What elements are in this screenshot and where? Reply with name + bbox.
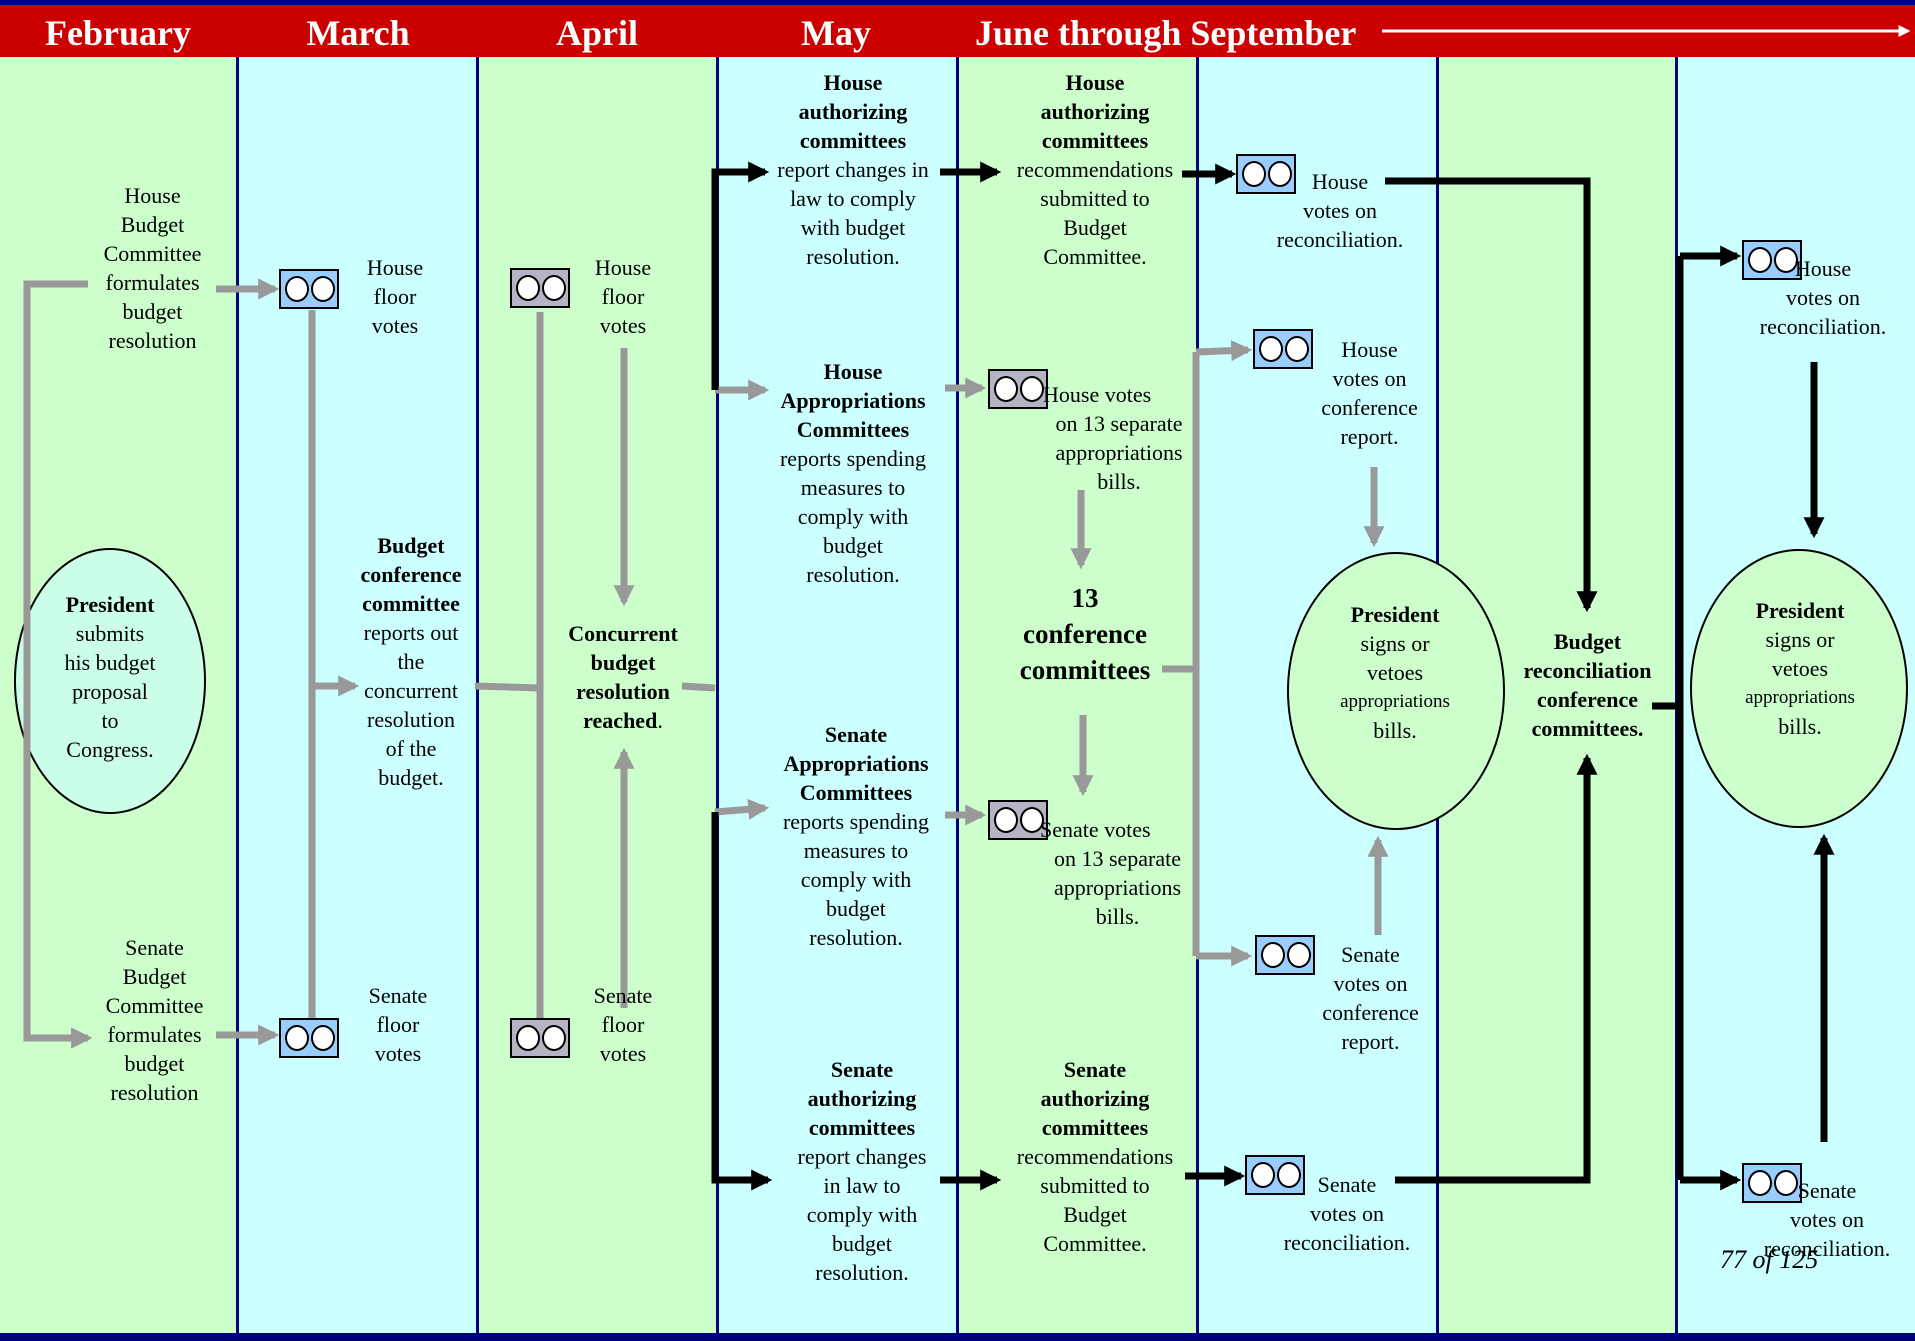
column-june	[959, 57, 1196, 1333]
ballot-box-icon	[510, 268, 570, 308]
ballot-box-icon	[1253, 329, 1313, 369]
ballot-box-icon	[1742, 240, 1802, 280]
month-april: April	[555, 13, 638, 53]
ballot-box-icon	[279, 269, 339, 309]
ballot-box-icon	[1742, 1163, 1802, 1203]
month-may: May	[801, 13, 871, 53]
ballot-box-icon	[988, 369, 1048, 409]
month-march: March	[306, 13, 410, 53]
month-june-september: June through September	[975, 13, 1357, 53]
page-number: 77 of 125	[1720, 1245, 1819, 1274]
ballot-box-icon	[279, 1018, 339, 1058]
column-may	[719, 57, 956, 1333]
ballot-box-icon	[1245, 1155, 1305, 1195]
ballot-box-icon	[1255, 935, 1315, 975]
president-budget-oval	[14, 548, 206, 814]
ballot-box-icon	[510, 1018, 570, 1058]
president-signs-oval-1	[1287, 552, 1505, 830]
ballot-box-icon	[1236, 154, 1296, 194]
president-signs-oval-2	[1690, 549, 1908, 828]
ballot-box-icon	[988, 800, 1048, 840]
month-february: February	[45, 13, 191, 53]
